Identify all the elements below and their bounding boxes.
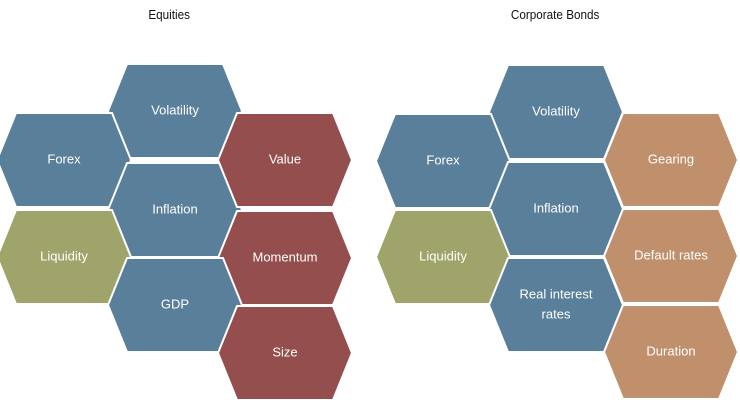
cb-duration-label: Duration bbox=[646, 343, 695, 358]
cb-real-interest-rates-label: rates bbox=[542, 306, 571, 321]
equities-title: Equities bbox=[148, 7, 190, 22]
cb-volatility-hexagon: Volatility bbox=[487, 64, 625, 160]
cb-real-interest-rates-label: Real interest bbox=[520, 286, 593, 301]
eq-value-label: Value bbox=[269, 151, 301, 166]
cb-inflation-hexagon: Inflation bbox=[487, 161, 625, 257]
eq-gdp-label: GDP bbox=[161, 296, 189, 311]
cb-duration-hexagon: Duration bbox=[602, 304, 740, 400]
cb-volatility-label: Volatility bbox=[532, 103, 580, 118]
eq-size-shape bbox=[216, 305, 354, 400]
cb-inflation-label: Inflation bbox=[533, 200, 579, 215]
eq-value-hexagon: Value bbox=[216, 112, 354, 208]
cb-default-rates-hexagon: Default rates bbox=[602, 208, 740, 304]
eq-momentum-hexagon: Momentum bbox=[216, 210, 354, 306]
cb-gearing-label: Gearing bbox=[648, 151, 694, 166]
cb-liquidity-label: Liquidity bbox=[419, 248, 467, 263]
eq-inflation-label: Inflation bbox=[152, 201, 198, 216]
cb-default-rates-label: Default rates bbox=[634, 247, 708, 262]
cb-real-interest-rates-hexagon: Real interest rates bbox=[487, 257, 625, 353]
eq-forex-shape bbox=[0, 112, 133, 208]
cb-real-interest-rates-shape bbox=[487, 257, 625, 353]
cb-forex-label: Forex bbox=[426, 152, 460, 167]
cb-duration-shape bbox=[602, 304, 740, 400]
cb-liquidity-hexagon: Liquidity bbox=[374, 209, 512, 305]
eq-volatility-hexagon: Volatility bbox=[106, 63, 244, 159]
cb-gearing-hexagon: Gearing bbox=[602, 112, 740, 208]
eq-liquidity-label: Liquidity bbox=[40, 248, 88, 263]
eq-forex-hexagon: Forex bbox=[0, 112, 133, 208]
eq-liquidity-hexagon: Liquidity bbox=[0, 209, 133, 305]
cb-forex-hexagon: Forex bbox=[374, 113, 512, 209]
eq-momentum-label: Momentum bbox=[252, 249, 317, 264]
eq-forex-label: Forex bbox=[47, 151, 81, 166]
eq-size-hexagon: Size bbox=[216, 305, 354, 400]
eq-inflation-hexagon: Inflation bbox=[106, 162, 244, 258]
eq-value-shape bbox=[216, 112, 354, 208]
eq-size-label: Size bbox=[272, 344, 297, 359]
eq-gdp-hexagon: GDP bbox=[106, 257, 244, 353]
eq-volatility-label: Volatility bbox=[151, 102, 199, 117]
corporate-bonds-title: Corporate Bonds bbox=[510, 7, 600, 22]
